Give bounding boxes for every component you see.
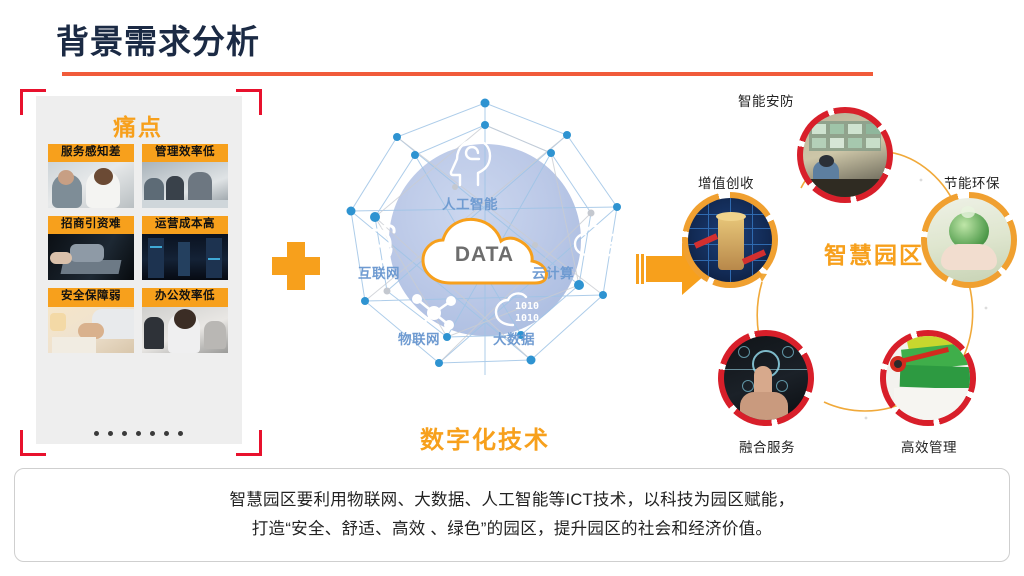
big-data-icon: 1010 1010 bbox=[494, 292, 539, 327]
pain-card-photo-office-efficiency bbox=[142, 306, 228, 353]
data-cloud-label: DATA bbox=[454, 243, 515, 266]
park-node-label-green-energy: 节能环保 bbox=[944, 176, 1000, 191]
pain-card[interactable]: 服务感知差 bbox=[48, 144, 134, 209]
carousel-dot[interactable] bbox=[121, 431, 127, 436]
pain-card-photo-operating-cost bbox=[142, 234, 228, 281]
summary-caption-box: 智慧园区要利用物联网、大数据、人工智能等ICT技术，以科技为园区赋能， 打造“安… bbox=[14, 468, 1010, 562]
pain-card[interactable]: 运营成本高 bbox=[142, 216, 228, 281]
carousel-dot[interactable] bbox=[177, 431, 183, 436]
pain-points-heading: 痛点 bbox=[113, 114, 163, 140]
tech-label-internet: 互联网 bbox=[358, 266, 400, 281]
pain-card[interactable]: 办公效率低 bbox=[142, 288, 228, 353]
node-photo-energy-rating-gauge bbox=[886, 336, 970, 420]
park-node-efficient-management[interactable] bbox=[880, 330, 976, 426]
digital-technology-title: 数字化技术 bbox=[420, 427, 550, 454]
pain-card[interactable]: 招商引资难 bbox=[48, 216, 134, 281]
caption-line-2: 打造“安全、舒适、高效 、绿色”的园区，提升园区的社会和经济价值。 bbox=[251, 520, 773, 538]
bracket-bottom-right bbox=[236, 430, 262, 456]
pain-card-label: 招商引资难 bbox=[48, 216, 134, 235]
pain-card-label: 安全保障弱 bbox=[48, 288, 134, 307]
data-cloud-icon: DATA bbox=[417, 213, 552, 287]
bracket-bottom-left bbox=[20, 430, 46, 456]
pain-card-photo-security-weak bbox=[48, 306, 134, 353]
park-node-smart-security[interactable] bbox=[797, 107, 893, 203]
digital-technology-sphere: 1010 1010 DATA 人工智能 互联网 云计算 物联网 大数据 bbox=[335, 95, 635, 385]
node-photo-security-control-room bbox=[803, 113, 887, 197]
tech-label-bigdata: 大数据 bbox=[493, 332, 535, 347]
arrow-stripe bbox=[641, 254, 644, 284]
tech-label-cloud: 云计算 bbox=[532, 266, 574, 281]
cloud-server-icon bbox=[573, 224, 617, 257]
park-node-integrated-service[interactable] bbox=[718, 330, 814, 426]
park-node-value-added-revenue[interactable] bbox=[682, 192, 778, 288]
pain-card-photo-service-perception bbox=[48, 162, 134, 209]
pain-card[interactable]: 安全保障弱 bbox=[48, 288, 134, 353]
pain-card-label: 运营成本高 bbox=[142, 216, 228, 235]
pain-card-label: 管理效率低 bbox=[142, 144, 228, 163]
ai-head-icon bbox=[449, 138, 492, 187]
smart-park-diagram: 智能安防 节能环保 高效管理 bbox=[666, 88, 1024, 473]
pain-card-photo-investment-attraction bbox=[48, 234, 134, 281]
smart-park-title: 智慧园区 bbox=[824, 242, 924, 268]
carousel-dot[interactable] bbox=[93, 431, 99, 436]
pain-points-grid: 服务感知差 管理效率低 招商引资难 bbox=[48, 144, 228, 353]
carousel-dots[interactable] bbox=[14, 431, 262, 436]
bracket-top-left bbox=[20, 89, 46, 115]
carousel-dot[interactable] bbox=[135, 431, 141, 436]
pain-card-photo-management-efficiency bbox=[142, 162, 228, 209]
node-photo-coins-stack-growth bbox=[688, 198, 772, 282]
plus-icon-vertical bbox=[287, 242, 305, 290]
tech-label-iot: 物联网 bbox=[398, 332, 440, 347]
tech-label-ai: 人工智能 bbox=[442, 197, 498, 212]
pain-card-label: 办公效率低 bbox=[142, 288, 228, 307]
node-photo-green-earth-in-hands bbox=[927, 198, 1011, 282]
internet-e-icon bbox=[359, 224, 396, 265]
bracket-top-right bbox=[236, 89, 262, 115]
arrow-stripe bbox=[636, 254, 639, 284]
pain-card-label: 服务感知差 bbox=[48, 144, 134, 163]
park-node-label-value-added-revenue: 增值创收 bbox=[698, 176, 754, 191]
iot-network-icon bbox=[412, 294, 456, 332]
pain-points-panel: 痛点 服务感知差 管理效率低 bbox=[14, 88, 262, 460]
svg-text:1010: 1010 bbox=[515, 313, 539, 324]
carousel-dot[interactable] bbox=[163, 431, 169, 436]
title-underline bbox=[62, 72, 873, 76]
carousel-dot[interactable] bbox=[107, 431, 113, 436]
park-node-label-efficient-management: 高效管理 bbox=[901, 440, 957, 455]
park-node-green-energy[interactable] bbox=[921, 192, 1017, 288]
node-photo-touch-interface-hand bbox=[724, 336, 808, 420]
svg-text:1010: 1010 bbox=[515, 301, 539, 312]
pain-card[interactable]: 管理效率低 bbox=[142, 144, 228, 209]
plus-icon bbox=[272, 242, 320, 290]
caption-line-1: 智慧园区要利用物联网、大数据、人工智能等ICT技术，以科技为园区赋能， bbox=[229, 491, 795, 510]
carousel-dot[interactable] bbox=[149, 431, 155, 436]
park-node-label-integrated-service: 融合服务 bbox=[739, 440, 795, 455]
park-node-label-smart-security: 智能安防 bbox=[738, 94, 794, 109]
page-title: 背景需求分析 bbox=[56, 23, 260, 60]
